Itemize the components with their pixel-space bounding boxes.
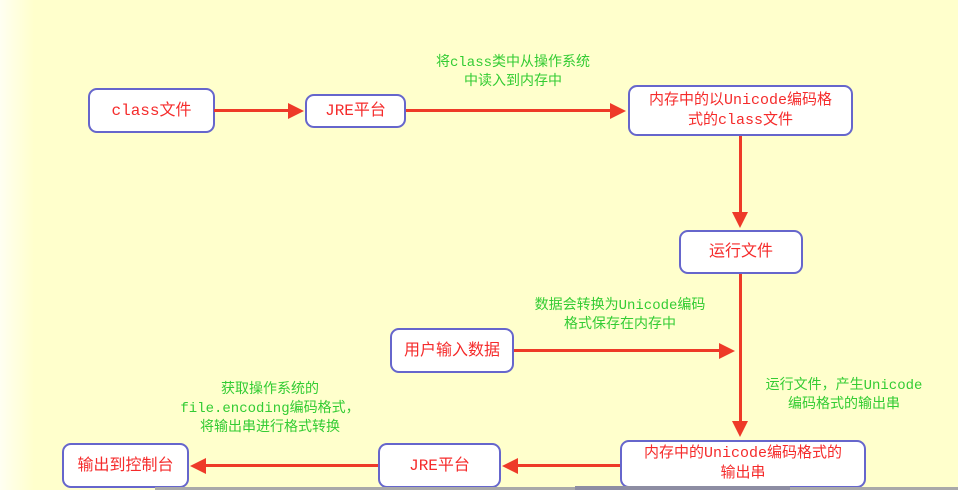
arrow-class-to-jre-line (214, 109, 290, 112)
node-label: JRE平台 (325, 102, 386, 120)
arrow-memory-to-run-head (732, 212, 748, 228)
annotation-line: 运行文件，产生Unicode (765, 378, 923, 394)
node-jre-platform-top: JRE平台 (305, 94, 406, 128)
node-output-to-console: 输出到控制台 (62, 443, 189, 488)
node-memory-unicode-output-string: 内存中的Unicode编码格式的 输出串 (620, 440, 866, 488)
annotation-line: file.encoding编码格式， (180, 401, 360, 417)
annotation-convert-to-unicode: 数据会转换为Unicode编码 格式保存在内存中 (500, 297, 740, 335)
node-memory-unicode-class-file: 内存中的以Unicode编码格 式的class文件 (628, 85, 853, 136)
annotation-line: 将class类中从操作系统 (435, 55, 590, 71)
node-label: 输出串 (720, 465, 766, 482)
node-class-file: class文件 (88, 88, 215, 133)
arrow-jre-to-memory-line (406, 109, 612, 112)
arrow-run-to-output-head (732, 421, 748, 437)
bottom-edge-strip-dark (575, 486, 790, 490)
bottom-edge-strip (155, 487, 958, 490)
arrow-output-to-jre-head (502, 458, 518, 474)
arrow-input-to-flow-head (719, 343, 735, 359)
node-label: JRE平台 (409, 456, 470, 475)
node-label: 运行文件 (708, 243, 773, 261)
annotation-produce-unicode-output: 运行文件，产生Unicode 编码格式的输出串 (748, 377, 940, 415)
arrow-output-to-jre-line (516, 464, 620, 467)
node-label: 用户输入数据 (403, 341, 500, 360)
node-user-input-data: 用户输入数据 (390, 328, 514, 373)
node-label: 式的class文件 (687, 111, 793, 129)
annotation-line: 编码格式的输出串 (788, 397, 900, 413)
annotation-read-class-into-memory: 将class类中从操作系统 中读入到内存中 (398, 54, 628, 92)
node-label: 内存中的Unicode编码格式的 (643, 445, 842, 462)
node-label: 输出到控制台 (77, 456, 174, 475)
annotation-line: 获取操作系统的 (221, 382, 319, 398)
arrow-input-to-flow-line (514, 349, 720, 352)
node-label: 内存中的以Unicode编码格 (648, 91, 832, 109)
node-run-file: 运行文件 (679, 230, 803, 274)
arrow-class-to-jre-head (288, 103, 304, 119)
arrow-jre-to-memory-head (610, 103, 626, 119)
annotation-file-encoding-conversion: 获取操作系统的 file.encoding编码格式， 将输出串进行格式转换 (150, 381, 390, 438)
annotation-line: 中读入到内存中 (464, 74, 562, 90)
annotation-line: 格式保存在内存中 (564, 317, 676, 333)
annotation-line: 数据会转换为Unicode编码 (534, 298, 706, 314)
arrow-jre-to-console-line (204, 464, 378, 467)
annotation-line: 将输出串进行格式转换 (200, 420, 340, 436)
arrow-run-to-output-line (739, 274, 742, 422)
left-edge-highlight (0, 0, 34, 490)
arrow-jre-to-console-head (190, 458, 206, 474)
arrow-memory-to-run-line (739, 136, 742, 213)
node-jre-platform-bottom: JRE平台 (378, 443, 501, 488)
node-label: class文件 (111, 101, 192, 120)
